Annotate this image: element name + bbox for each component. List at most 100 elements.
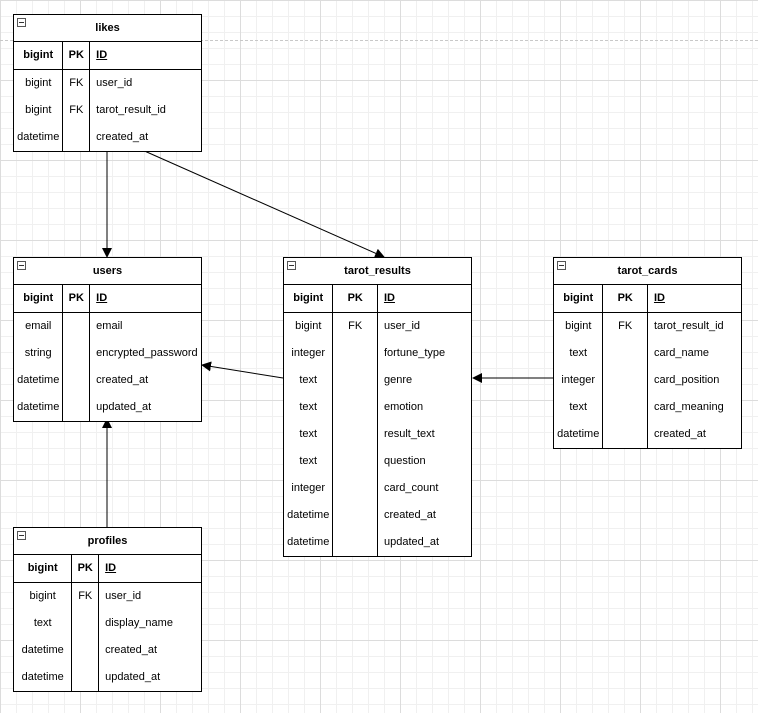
column-type: bigint <box>284 285 334 312</box>
table-title: users <box>14 258 201 285</box>
column-type: datetime <box>14 367 64 394</box>
column-type: bigint <box>14 555 73 582</box>
column-type: bigint <box>14 70 64 97</box>
column-key <box>603 394 648 421</box>
column-name: emotion <box>383 401 424 413</box>
column-key: FK <box>603 313 648 340</box>
collapse-icon[interactable] <box>557 261 566 270</box>
column-name: updated_at <box>383 536 440 548</box>
column-row[interactable]: text card_meaning <box>554 394 741 421</box>
column-key: FK <box>72 583 100 610</box>
column-key <box>333 394 378 421</box>
column-key <box>63 394 91 421</box>
column-name: display_name <box>105 617 173 629</box>
column-name: updated_at <box>105 671 161 683</box>
column-key <box>72 664 100 691</box>
column-name: email <box>96 320 123 332</box>
column-name: tarot_result_id <box>96 104 166 116</box>
collapse-icon[interactable] <box>287 261 296 270</box>
collapse-icon[interactable] <box>17 261 26 270</box>
column-type: bigint <box>554 313 604 340</box>
column-type: integer <box>284 340 334 367</box>
column-type: datetime <box>284 529 334 556</box>
column-key <box>603 367 648 394</box>
column-name: fortune_type <box>383 347 446 359</box>
column-key <box>603 421 648 448</box>
column-name: created_at <box>653 428 706 440</box>
column-type: bigint <box>14 97 64 124</box>
column-type: bigint <box>284 313 334 340</box>
column-key <box>63 124 91 151</box>
column-row[interactable]: datetime updated_at <box>284 529 471 556</box>
table-title: tarot_results <box>284 258 471 285</box>
column-name: tarot_result_id <box>653 320 724 332</box>
column-type: datetime <box>284 502 334 529</box>
collapse-icon[interactable] <box>17 531 26 540</box>
column-name: card_name <box>653 347 710 359</box>
column-row[interactable]: integer fortune_type <box>284 340 471 367</box>
column-name: created_at <box>105 644 158 656</box>
column-name: user_id <box>96 77 133 89</box>
column-type: text <box>284 448 334 475</box>
column-key <box>333 367 378 394</box>
column-name: ID <box>96 49 108 61</box>
column-name: question <box>383 455 426 467</box>
column-name: card_meaning <box>653 401 724 413</box>
column-name: user_id <box>383 320 421 332</box>
column-type: datetime <box>14 394 64 421</box>
column-key <box>63 313 91 340</box>
column-type: text <box>554 394 604 421</box>
column-row[interactable]: text question <box>284 448 471 475</box>
column-type: email <box>14 313 64 340</box>
column-type: text <box>284 367 334 394</box>
column-key: FK <box>333 313 378 340</box>
column-type: text <box>284 421 334 448</box>
column-name: ID <box>383 292 395 304</box>
table-title: tarot_cards <box>554 258 741 285</box>
column-key <box>333 421 378 448</box>
column-key: PK <box>333 285 378 312</box>
page-boundary-line <box>0 40 758 41</box>
column-key <box>333 475 378 502</box>
column-key <box>333 340 378 367</box>
column-type: bigint <box>14 285 64 312</box>
collapse-icon[interactable] <box>17 18 26 27</box>
column-key <box>333 448 378 475</box>
column-name: ID <box>105 562 117 574</box>
column-row[interactable]: datetime created_at <box>284 502 471 529</box>
column-row[interactable]: email email <box>14 313 201 340</box>
edge-likes-to-tarot-results <box>139 148 385 258</box>
column-type: string <box>14 340 64 367</box>
column-key <box>72 637 100 664</box>
column-name: created_at <box>383 509 436 521</box>
